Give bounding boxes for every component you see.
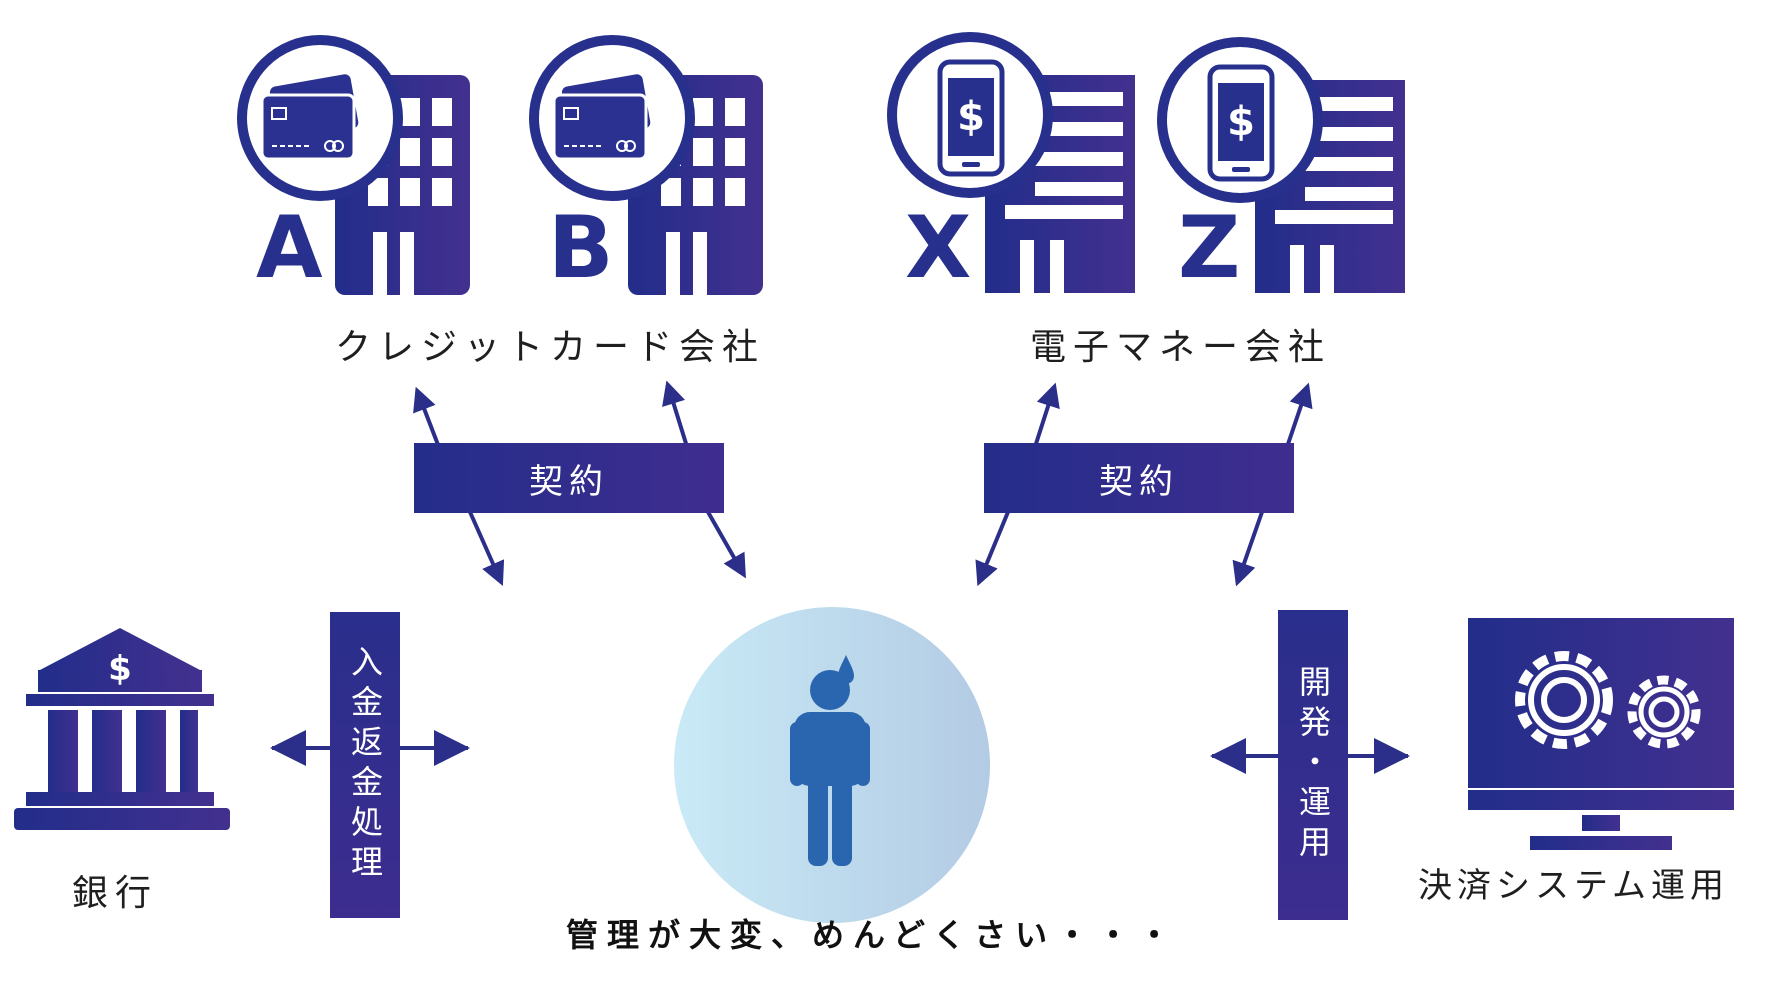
- worried-person-icon: [674, 607, 990, 923]
- company-letter-b: B: [548, 198, 614, 298]
- bank-label: 銀行: [72, 873, 159, 914]
- contract-band-credit: 契約: [414, 443, 724, 513]
- bank-icon: $: [14, 628, 230, 830]
- svg-text:$: $: [957, 94, 985, 140]
- company-letter-x: X: [905, 198, 972, 298]
- gear-icon: [1627, 675, 1701, 749]
- credit-company-a-icon: [237, 35, 470, 295]
- caption-text: 管理が大変、めんどくさい・・・: [566, 916, 1180, 954]
- emoney-company-z-icon: $: [1157, 37, 1405, 293]
- development-operation-band: 開発・運用: [1278, 610, 1348, 920]
- emoney-company-x-icon: $: [887, 32, 1135, 293]
- emoney-company-label: 電子マネー会社: [1030, 327, 1332, 368]
- gear-icon: [1515, 651, 1613, 749]
- deposit-refund-band: 入金返金処理: [330, 612, 400, 918]
- contract-arrows-right: [975, 382, 1313, 587]
- company-letter-z: Z: [1178, 198, 1241, 298]
- payment-system-monitor-icon: [1468, 618, 1734, 850]
- payment-system-label: 決済システム運用: [1418, 866, 1729, 906]
- contract-arrows-left: [413, 380, 746, 586]
- contract-band-emoney: 契約: [984, 443, 1294, 513]
- svg-text:$: $: [108, 649, 132, 689]
- credit-company-label: クレジットカード会社: [335, 327, 766, 368]
- svg-text:$: $: [1227, 99, 1255, 145]
- company-letter-a: A: [256, 198, 323, 298]
- credit-company-b-icon: [529, 35, 763, 295]
